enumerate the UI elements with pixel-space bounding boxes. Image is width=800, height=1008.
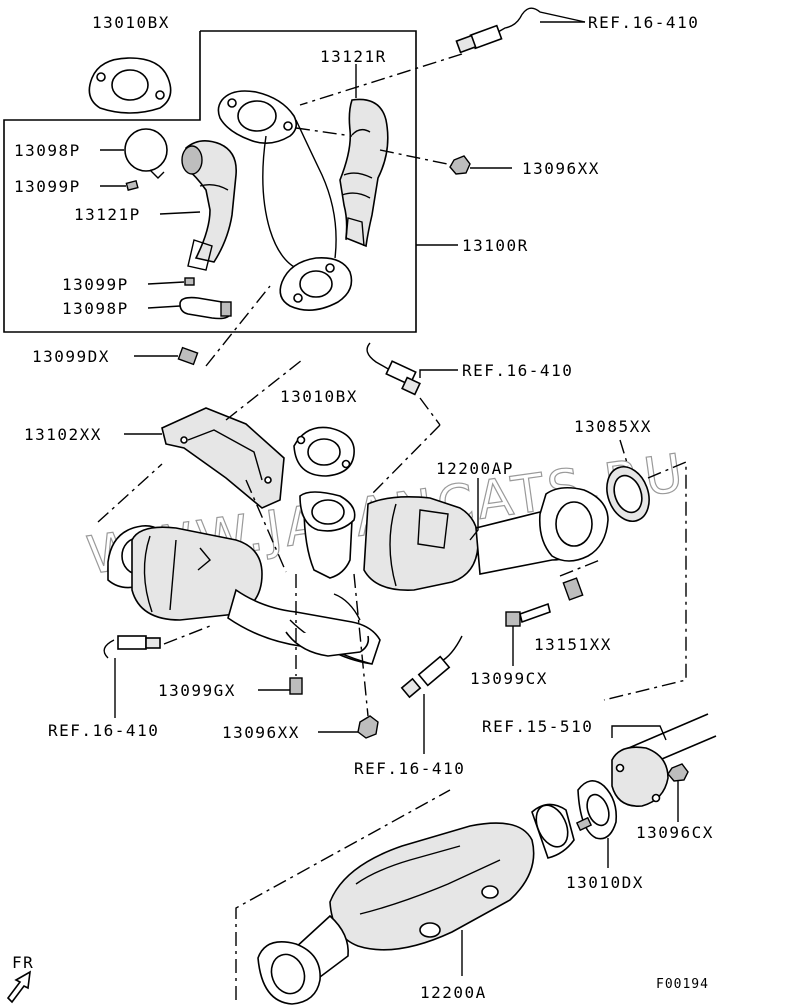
label-pipe-p: 13121P <box>74 205 141 224</box>
label-nut-xx-bottom: 13096XX <box>222 723 300 742</box>
label-bracket: 13102XX <box>24 425 102 444</box>
label-bolt-dx: 13099DX <box>32 347 110 366</box>
label-ring: 13085XX <box>574 417 652 436</box>
gasket-13010dx <box>577 780 618 868</box>
label-nut-xx-top: 13096XX <box>522 159 600 178</box>
label-converter-ap: 12200AP <box>436 459 514 478</box>
gasket-13010bx-mid <box>293 426 355 477</box>
leader-lines <box>100 21 585 733</box>
clamp-13098p <box>124 128 168 179</box>
ring-13085xx <box>603 439 687 701</box>
bolt-13099p-upper <box>125 179 139 192</box>
label-gasket-mid: 13010BX <box>280 387 358 406</box>
oxygen-sensor-left <box>103 625 211 718</box>
label-clamp-p: 13098P <box>14 141 81 160</box>
label-gasket-top: 13010BX <box>92 13 170 32</box>
stud-13151xx <box>559 559 601 601</box>
bolt-13099gx <box>258 574 303 695</box>
oxygen-sensor-top <box>299 7 586 106</box>
label-converter-a: 12200A <box>420 983 487 1002</box>
label-bolt-p2: 13099P <box>62 275 129 294</box>
label-assembly-r: 13100R <box>462 236 529 255</box>
label-clamp-p2: 13098P <box>62 299 129 318</box>
label-nut-cx: 13096CX <box>636 823 714 842</box>
label-bolt-p: 13099P <box>14 177 81 196</box>
exhaust-pipe-ref <box>611 713 717 807</box>
clamp-13098p-lower <box>179 296 232 320</box>
bracket-13102xx <box>97 359 303 573</box>
label-ref-exhaust: REF.15-510 <box>482 717 593 736</box>
label-ref-left: REF.16-410 <box>48 721 159 740</box>
label-ref-top: REF.16-410 <box>588 13 699 32</box>
oxygen-sensor-lower <box>400 635 463 754</box>
label-figure-id: F00194 <box>656 977 709 992</box>
front-pipe-13100r <box>217 90 353 311</box>
label-ref-bottom: REF.16-410 <box>354 759 465 778</box>
pipe-13121p <box>181 140 237 271</box>
pipe-13121r <box>339 98 389 248</box>
label-bolt-cx: 13099CX <box>470 669 548 688</box>
gasket-13010bx-top <box>88 57 172 114</box>
converter-12200a <box>235 789 593 1005</box>
label-pipe-r: 13121R <box>320 47 387 66</box>
converter-12200ap <box>107 486 609 665</box>
nut-13096xx-bottom <box>318 573 379 739</box>
label-stud: 13151XX <box>534 635 612 654</box>
label-ref-mid: REF.16-410 <box>462 361 573 380</box>
bolt-13099p-lower <box>184 277 195 286</box>
bolt-13099dx <box>177 285 271 367</box>
label-direction: FR <box>12 953 34 972</box>
label-gasket-dx: 13010DX <box>566 873 644 892</box>
label-bolt-gx: 13099GX <box>158 681 236 700</box>
nut-13096xx-top <box>295 127 471 175</box>
nut-13096cx <box>667 763 689 822</box>
assembly-13100r-frame <box>3 30 458 333</box>
bolt-13099cx <box>505 602 551 666</box>
front-direction-arrow <box>6 970 31 1004</box>
labels: 13010BX REF.16-410 13121R 13098P 13099P … <box>12 13 714 1002</box>
oxygen-sensor-mid <box>366 342 441 495</box>
